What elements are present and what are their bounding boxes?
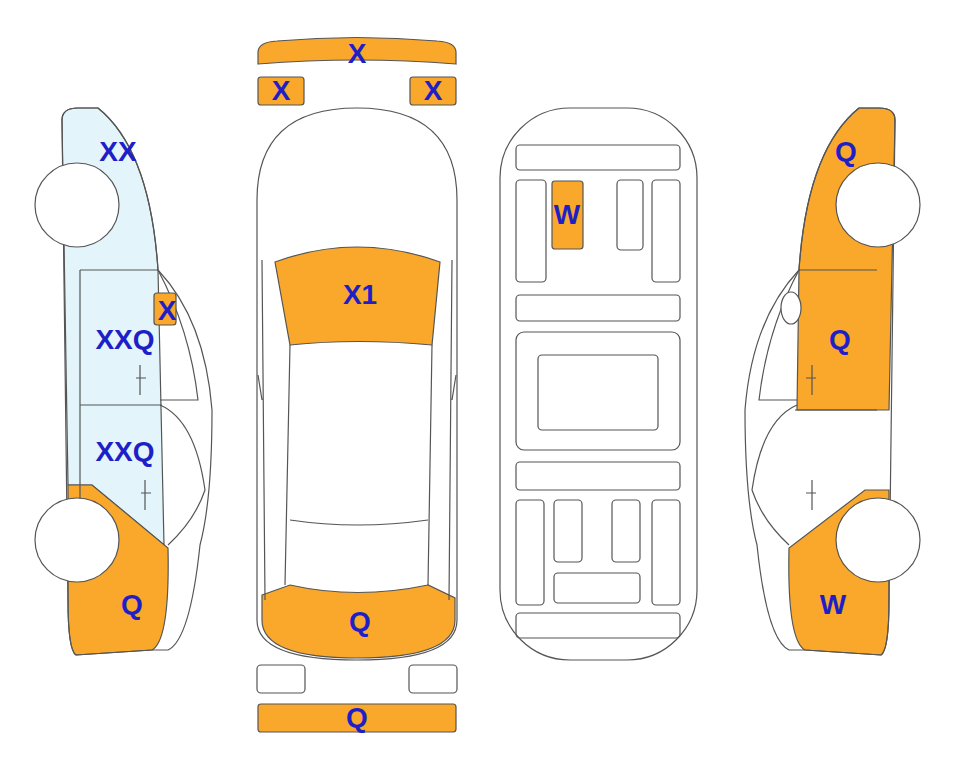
- underside-outline: [500, 108, 697, 660]
- damage-code: X: [424, 77, 443, 105]
- mirror: [781, 292, 801, 324]
- damage-code: XX: [99, 138, 136, 166]
- empty-panel: [409, 665, 457, 693]
- left-side-view: [35, 108, 212, 655]
- underside-part: [554, 500, 582, 562]
- bumper-panel: Q: [257, 703, 457, 733]
- damage-code: Q: [121, 591, 143, 619]
- underside-part: [652, 180, 680, 282]
- underside-part: [617, 180, 643, 250]
- wheel: [35, 163, 119, 247]
- mirror-panel: [154, 293, 176, 325]
- door-lines: [795, 270, 877, 410]
- empty-panel: [257, 665, 305, 693]
- bumper-panel: X: [257, 38, 457, 70]
- damage-code: X: [272, 77, 291, 105]
- underside-damage-part: W: [551, 180, 584, 250]
- body-outline: [257, 108, 457, 660]
- damage-code: XXQ: [95, 326, 154, 354]
- underside-part: [516, 462, 680, 490]
- underside-part: [554, 573, 640, 603]
- door-lines: [80, 270, 162, 500]
- damage-code: Q: [346, 704, 368, 732]
- panel-outline: [410, 77, 456, 105]
- damage-code: Q: [349, 608, 371, 636]
- underside-view: [500, 108, 697, 660]
- roof-lines: [258, 260, 456, 600]
- damage-code: Q: [835, 138, 857, 166]
- rear-panel: [262, 585, 455, 658]
- wheel: [836, 498, 920, 582]
- underside-part: [516, 180, 546, 282]
- rear-window-line: [290, 520, 428, 525]
- windshield-panel: [275, 247, 440, 345]
- damage-code: X1: [343, 281, 377, 309]
- damage-code: X: [348, 40, 367, 68]
- underside-part: [516, 500, 544, 605]
- damage-code: X: [158, 297, 177, 325]
- right-side-view: [745, 108, 920, 655]
- underside-part: [516, 613, 680, 638]
- damage-code: W: [820, 591, 846, 619]
- underside-part: [652, 500, 680, 605]
- door-handles: [806, 365, 816, 510]
- underside-part: [516, 295, 680, 321]
- glass-outline: [158, 270, 205, 545]
- top-view: [257, 108, 457, 693]
- underside-part: [516, 332, 680, 450]
- panel-outline: [258, 704, 456, 732]
- underside-part: [538, 355, 658, 430]
- wheel: [836, 163, 920, 247]
- panel-outline: [258, 77, 304, 105]
- underside-part: [516, 145, 680, 170]
- panel-outline: [552, 181, 583, 249]
- light-panel: X: [409, 76, 457, 106]
- wheel: [35, 498, 119, 582]
- damage-code: XXQ: [95, 438, 154, 466]
- light-panel: X: [257, 76, 305, 106]
- underside-part: [612, 500, 640, 562]
- damage-code: Q: [829, 326, 851, 354]
- orange-panel: [797, 108, 895, 410]
- damage-code: W: [554, 201, 580, 229]
